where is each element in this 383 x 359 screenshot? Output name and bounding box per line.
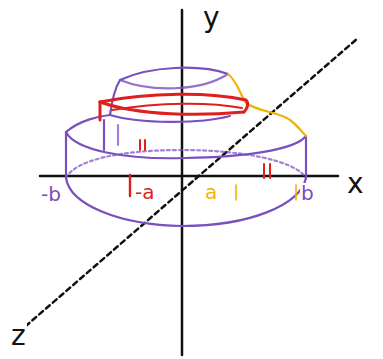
- axis-label: y: [202, 4, 221, 32]
- axis-label: a: [204, 182, 218, 202]
- axis-label: z: [10, 322, 27, 350]
- axis-label: -a: [134, 182, 155, 202]
- axis-label: x: [346, 170, 365, 198]
- outer-curve: [228, 74, 306, 200]
- z-axis: [12, 38, 358, 338]
- x-axis: [40, 175, 338, 178]
- cross-section: [100, 94, 270, 196]
- solid-outline: [66, 68, 306, 226]
- axis-label: -b: [40, 184, 62, 204]
- y-axis: [181, 10, 184, 355]
- axis-label: b: [300, 183, 315, 203]
